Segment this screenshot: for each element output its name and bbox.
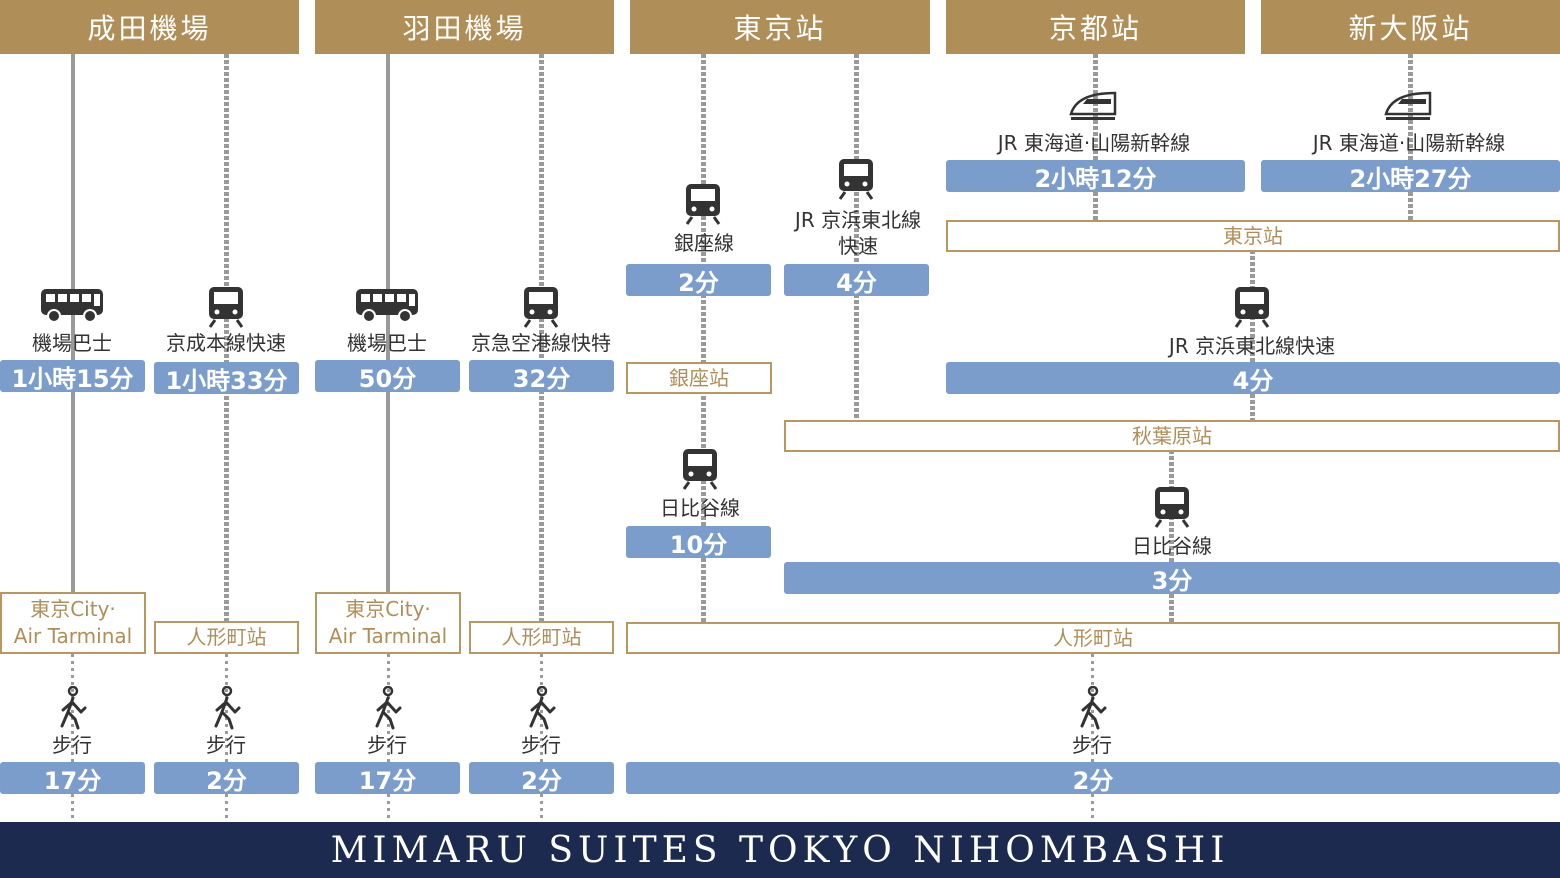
haneda-rail-time: 32分 — [469, 360, 614, 393]
shinkansen-icon — [1384, 90, 1432, 126]
narita-walk-time-1: 17分 — [0, 762, 145, 795]
header-narita: 成田機場 — [0, 0, 299, 54]
train-icon — [522, 286, 560, 332]
walk-line — [1091, 654, 1094, 822]
shinosaka-shinkansen-line — [1408, 54, 1413, 222]
walk-label: 步行 — [367, 733, 407, 757]
narita-rail-time: 1小時33分 — [154, 362, 299, 395]
kyoto-shinkansen-line — [1093, 54, 1098, 222]
walking-icon — [1078, 685, 1108, 734]
walking-icon — [373, 685, 403, 734]
akihabara-station: 秋葉原站 — [784, 420, 1560, 452]
bus-icon — [40, 288, 104, 328]
walking-icon — [212, 685, 242, 734]
tokyo-ginza-station: 銀座站 — [626, 362, 772, 394]
bus-icon — [355, 288, 419, 328]
narita-walk-time-2: 2分 — [154, 762, 299, 795]
haneda-rail-station: 人形町站 — [469, 621, 614, 654]
haneda-walk-time-1: 17分 — [315, 762, 460, 795]
tokyo-keihin-time: 4分 — [784, 264, 929, 297]
haneda-walk-time-2: 2分 — [469, 762, 614, 795]
narita-bus-line — [71, 54, 75, 594]
walk-label: 步行 — [521, 733, 561, 757]
narita-rail-label: 京成本線快速 — [166, 331, 286, 355]
tokyo-hibiya-time: 10分 — [626, 526, 771, 559]
tokyo-ginza-time: 2分 — [626, 264, 771, 297]
shared-hibiya-time: 3分 — [784, 562, 1560, 595]
walk-label: 步行 — [1072, 733, 1112, 757]
shared-keihin-time: 4分 — [946, 362, 1560, 395]
walking-icon — [58, 685, 88, 734]
tokyo-ginza-hibiya-line — [701, 54, 706, 622]
walk-label: 步行 — [52, 733, 92, 757]
tokyo-hibiya-label: 日比谷線 — [660, 496, 740, 520]
walk-line — [225, 654, 228, 822]
narita-rail-station: 人形町站 — [154, 621, 299, 654]
train-icon — [684, 183, 722, 229]
narita-bus-time: 1小時15分 — [0, 360, 145, 393]
walk-line — [387, 654, 390, 822]
train-icon — [1233, 286, 1271, 332]
tokyo-ginza-label: 銀座線 — [674, 231, 734, 255]
train-icon — [681, 448, 719, 494]
train-icon — [1153, 486, 1191, 532]
narita-rail-line — [224, 54, 229, 622]
shared-hibiya-label: 日比谷線 — [1132, 534, 1212, 558]
header-haneda: 羽田機場 — [315, 0, 614, 54]
kyoto-shinkansen-label: JR 東海道·山陽新幹線 — [997, 131, 1191, 155]
shinkansen-icon — [1069, 90, 1117, 126]
shared-keihin-line — [1250, 250, 1255, 422]
header-shinosaka: 新大阪站 — [1261, 0, 1560, 54]
haneda-rail-line — [539, 54, 544, 622]
haneda-rail-label: 京急空港線快特 — [471, 331, 611, 355]
shared-keihin-label: JR 京浜東北線快速 — [1168, 334, 1336, 358]
walk-line — [71, 654, 74, 822]
shinosaka-shinkansen-time: 2小時27分 — [1261, 160, 1560, 193]
shared-ningyocho-station: 人形町站 — [626, 622, 1560, 654]
haneda-bus-time: 50分 — [315, 360, 460, 393]
kyoto-shinkansen-time: 2小時12分 — [946, 160, 1245, 193]
shared-hibiya-line — [1169, 450, 1174, 624]
shared-walk-time: 2分 — [626, 762, 1560, 795]
train-icon — [837, 158, 875, 204]
haneda-bus-station: 東京City· Air Tarminal — [315, 592, 461, 654]
walk-line — [540, 654, 543, 822]
header-kyoto: 京都站 — [946, 0, 1245, 54]
walking-icon — [527, 685, 557, 734]
shared-tokyo-station: 東京站 — [946, 220, 1560, 252]
haneda-bus-label: 機場巴士 — [347, 331, 427, 355]
tokyo-keihin-label: JR 京浜東北線 快速 — [794, 208, 922, 258]
narita-bus-label: 機場巴士 — [32, 331, 112, 355]
narita-bus-station: 東京City· Air Tarminal — [0, 592, 146, 654]
header-tokyo: 東京站 — [630, 0, 930, 54]
shinosaka-shinkansen-label: JR 東海道·山陽新幹線 — [1312, 131, 1506, 155]
haneda-bus-line — [386, 54, 390, 594]
hotel-name-banner: MIMARU SUITES TOKYO NIHOMBASHI — [0, 822, 1560, 878]
train-icon — [207, 286, 245, 332]
walk-label: 步行 — [206, 733, 246, 757]
tokyo-keihin-line — [854, 54, 859, 420]
